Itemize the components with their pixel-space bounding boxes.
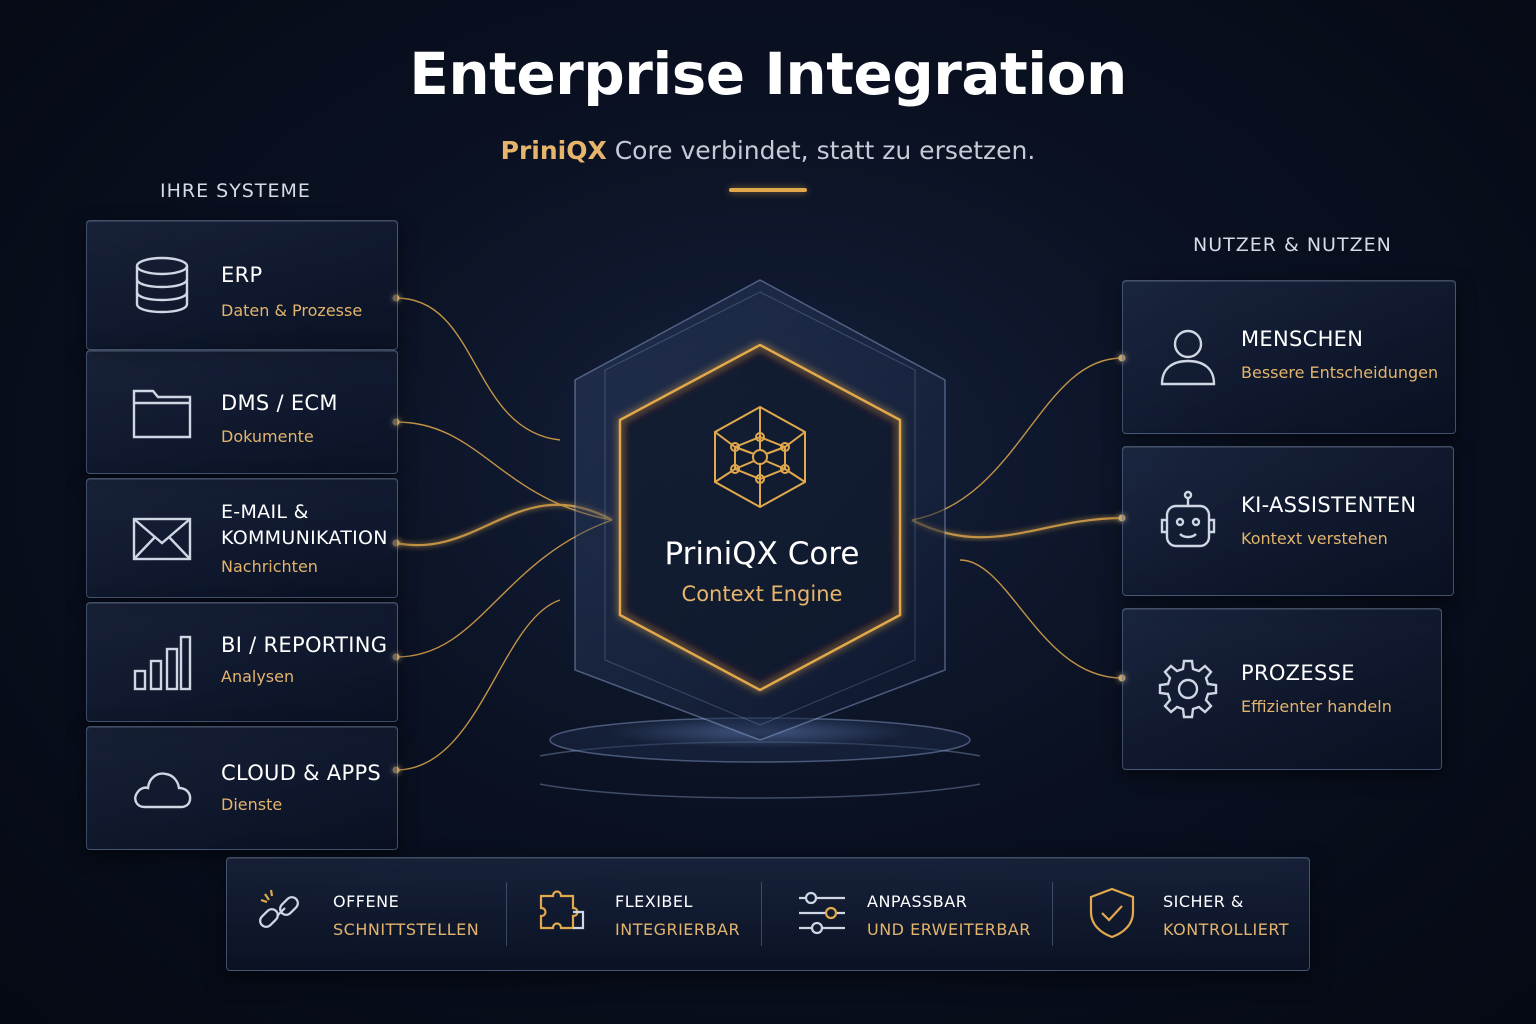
wire-bi [395, 519, 613, 658]
feature-anpassbar-erweiterbar: ANPASSBAR UND ERWEITERBAR [795, 858, 1055, 970]
system-card-dms: DMS / ECM Dokumente [86, 350, 398, 474]
page-subtitle: PriniQX Core verbindet, statt zu ersetze… [0, 136, 1536, 165]
outcome-title: PROZESSE [1241, 661, 1355, 685]
system-title-line2: KOMMUNIKATION [221, 527, 388, 549]
feature-line2: UND ERWEITERBAR [867, 920, 1031, 939]
database-icon [135, 256, 189, 314]
system-title: DMS / ECM [221, 391, 338, 415]
feature-bar: OFFENE SCHNITTSTELLEN FLEXIBEL INTEGRIER… [226, 857, 1310, 971]
gear-icon [1158, 659, 1218, 719]
feature-flexibel-integrierbar: FLEXIBEL INTEGRIERBAR [535, 858, 775, 970]
wire-cloud [395, 599, 561, 771]
feature-divider [761, 882, 762, 946]
feature-offene-schnittstellen: OFFENE SCHNITTSTELLEN [255, 858, 505, 970]
system-title-line1: E-MAIL & [221, 501, 309, 523]
subtitle-text: Core verbindet, statt zu ersetzen. [614, 136, 1036, 165]
folder-icon [132, 389, 192, 439]
system-subtitle: Daten & Prozesse [221, 301, 363, 320]
feature-line2: SCHNITTSTELLEN [333, 920, 480, 939]
network-cube-icon [714, 405, 806, 509]
outcome-card-prozesse: PROZESSE Effizienter handeln [1122, 608, 1442, 770]
sliders-icon [799, 891, 845, 935]
wire-menschen [911, 357, 1123, 521]
system-card-email: E-MAIL & KOMMUNIKATION Nachrichten [86, 478, 398, 598]
title-underline [729, 188, 807, 192]
system-title: BI / REPORTING [221, 633, 388, 657]
robot-icon [1160, 490, 1216, 548]
system-title: CLOUD & APPS [221, 761, 382, 785]
outcome-title: MENSCHEN [1241, 327, 1364, 351]
feature-line1: ANPASSBAR [867, 892, 968, 911]
system-card-bi: BI / REPORTING Analysen [86, 602, 398, 722]
outcome-card-ki: KI-ASSISTENTEN Kontext verstehen [1122, 446, 1454, 596]
shield-check-icon [1089, 887, 1135, 939]
core-hexagon [540, 279, 980, 799]
link-icon [259, 889, 299, 928]
system-card-erp: ERP Daten & Prozesse [86, 220, 398, 350]
cloud-icon [134, 772, 192, 809]
system-subtitle: Analysen [221, 667, 295, 686]
outcome-title: KI-ASSISTENTEN [1241, 493, 1417, 517]
envelope-icon [132, 517, 192, 561]
outcome-card-menschen: MENSCHEN Bessere Entscheidungen [1122, 280, 1456, 434]
outcome-subtitle: Effizienter handeln [1241, 697, 1392, 716]
feature-divider [506, 882, 507, 946]
outcome-subtitle: Kontext verstehen [1241, 529, 1388, 548]
system-subtitle: Dienste [221, 795, 283, 814]
outcome-subtitle: Bessere Entscheidungen [1241, 363, 1439, 382]
system-subtitle: Dokumente [221, 427, 314, 446]
system-title: ERP [221, 263, 263, 287]
feature-divider [1052, 882, 1053, 946]
feature-sicher-kontrolliert: SICHER & KONTROLLIERT [1085, 858, 1295, 970]
wire-erp [395, 297, 561, 441]
bar-chart-icon [133, 635, 192, 691]
feature-line1: OFFENE [333, 892, 400, 911]
feature-line1: SICHER & [1163, 892, 1244, 911]
puzzle-icon [539, 890, 585, 930]
left-section-label: IHRE SYSTEME [160, 180, 311, 202]
subtitle-brand: PriniQX [500, 136, 607, 165]
feature-line2: INTEGRIERBAR [615, 920, 741, 939]
page-title: Enterprise Integration [409, 40, 1127, 108]
system-subtitle: Nachrichten [221, 557, 318, 576]
user-icon [1160, 329, 1216, 386]
wire-prozesse [959, 559, 1123, 679]
core-subtitle: Context Engine [681, 582, 843, 606]
system-card-cloud: CLOUD & APPS Dienste [86, 726, 398, 850]
right-section-label: NUTZER & NUTZEN [1193, 234, 1392, 256]
feature-line1: FLEXIBEL [615, 892, 693, 911]
wire-dms [395, 421, 613, 521]
core-title: PriniQX Core [664, 536, 860, 572]
feature-line2: KONTROLLIERT [1163, 920, 1290, 939]
